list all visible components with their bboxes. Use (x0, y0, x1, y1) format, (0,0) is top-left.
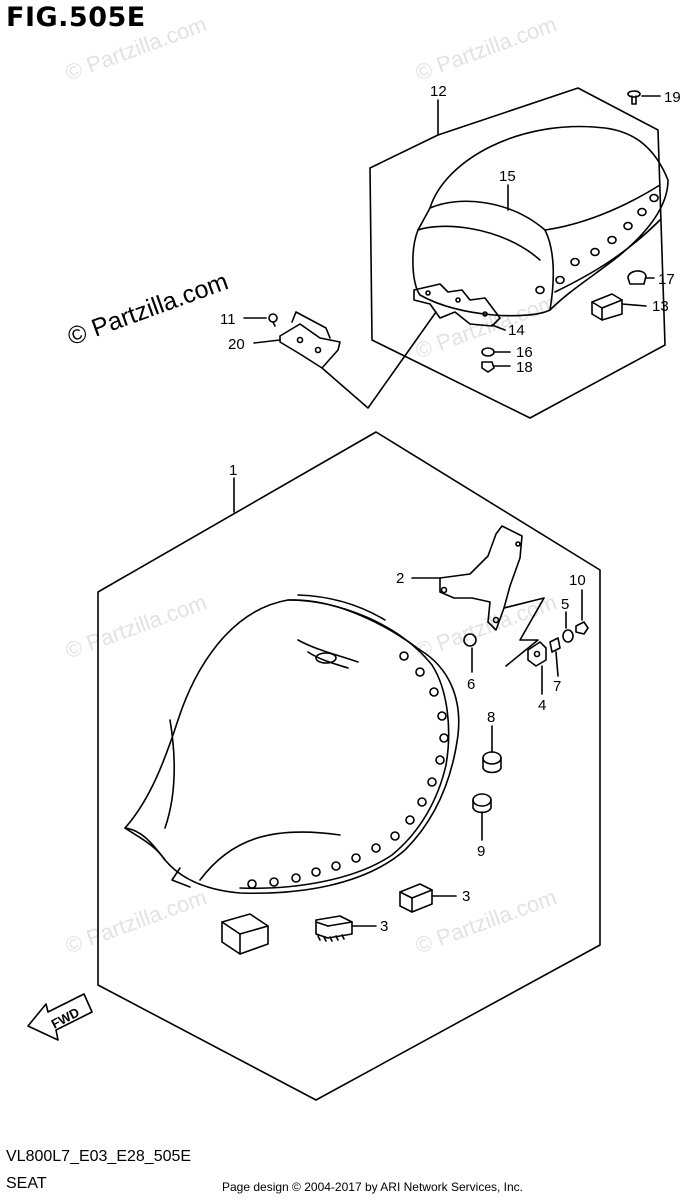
connection-line (321, 311, 437, 409)
callout-2: 2 (396, 570, 404, 587)
rubber-cushion (482, 751, 502, 774)
rubber-cushion (472, 793, 492, 814)
callout-5: 5 (561, 596, 569, 613)
screw (627, 90, 641, 105)
rubber-cushion (399, 883, 433, 913)
seat-mount-bracket (439, 525, 523, 631)
page-credit: Page design © 2004-2017 by ARI Network S… (222, 1180, 524, 1194)
leader-line (253, 339, 281, 344)
washer (562, 629, 574, 643)
leader-line (621, 303, 647, 307)
nut (481, 361, 495, 373)
callout-13: 13 (652, 298, 669, 315)
rider-seat-assembly-outline (97, 431, 601, 1101)
callout-10: 10 (569, 572, 586, 589)
leader-line (491, 324, 506, 331)
damper (527, 641, 547, 667)
callout-6: 6 (467, 676, 475, 693)
washer (481, 347, 495, 357)
passenger-seat-cushion (412, 125, 669, 317)
callout-12: 12 (430, 83, 447, 100)
callout-1: 1 (229, 462, 237, 479)
callout-20: 20 (228, 336, 245, 353)
section-label: SEAT (6, 1175, 47, 1192)
callout-17: 17 (658, 271, 675, 288)
callout-7: 7 (553, 678, 561, 695)
spare-block (221, 913, 269, 955)
forward-arrow-icon (27, 993, 93, 1041)
cap (627, 270, 647, 285)
callout-4: 4 (538, 697, 546, 714)
rubber-cushion (315, 915, 353, 942)
bolt (268, 313, 278, 327)
figure-title: FIG.505E (6, 2, 146, 33)
grab-bracket (279, 311, 341, 369)
callout-9: 9 (477, 843, 485, 860)
callout-3: 3 (380, 918, 388, 935)
rider-seat-cushion (124, 594, 460, 895)
connection-line (503, 597, 545, 667)
callout-3: 3 (462, 888, 470, 905)
callout-8: 8 (487, 709, 495, 726)
callout-16: 16 (516, 344, 533, 361)
rubber-cushion (591, 293, 623, 321)
callout-15: 15 (499, 168, 516, 185)
callout-14: 14 (508, 322, 525, 339)
spacer (549, 637, 561, 653)
seat-bracket (413, 283, 501, 327)
nut (575, 621, 589, 635)
washer (463, 633, 477, 647)
diagram-code: VL800L7_E03_E28_505E (6, 1148, 192, 1165)
callout-11: 11 (220, 311, 236, 328)
callout-18: 18 (516, 359, 533, 376)
callout-19: 19 (664, 89, 681, 106)
leader-line (555, 651, 559, 677)
passenger-seat-assembly-outline (369, 87, 666, 419)
